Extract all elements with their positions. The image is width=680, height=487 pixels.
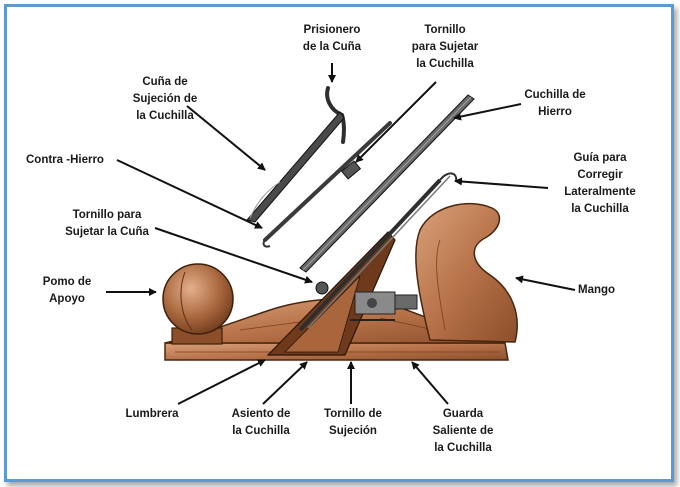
label-pomo-apoyo: Pomo de Apoyo xyxy=(42,276,92,305)
label-prisionero: Prisionero de la Cuña xyxy=(302,24,362,53)
exploded-parts xyxy=(246,86,475,273)
label-lumbrera: Lumbrera xyxy=(125,408,179,420)
label-asiento-cuchilla: Asiento de la Cuchilla xyxy=(231,408,291,437)
blade-assembly xyxy=(298,172,458,332)
annotation-arrows xyxy=(106,63,576,405)
label-mango: Mango xyxy=(578,284,616,296)
label-contra-hierro: Contra -Hierro xyxy=(26,154,104,166)
label-cuchilla-hierro: Cuchilla de Hierro xyxy=(524,89,586,118)
label-tornillo-sujetar-cuchilla: Tornillo para Sujetar la Cuchilla xyxy=(411,24,479,70)
label-guarda-saliente: Guarda Saliente de la Cuchilla xyxy=(432,408,494,454)
label-cuna-sujecion: Cuña de Sujeción de la Cuchilla xyxy=(132,76,198,122)
label-guia: Guía para Corregir Lateralmente la Cuchi… xyxy=(564,152,636,215)
front-knob xyxy=(162,263,234,345)
label-tornillo-sujetar-cuna: Tornillo para Sujetar la Cuña xyxy=(65,209,149,238)
label-tornillo-sujecion: Tornillo de Sujeción xyxy=(324,408,382,437)
diagram-frame xyxy=(4,4,674,482)
rear-handle xyxy=(415,202,518,343)
